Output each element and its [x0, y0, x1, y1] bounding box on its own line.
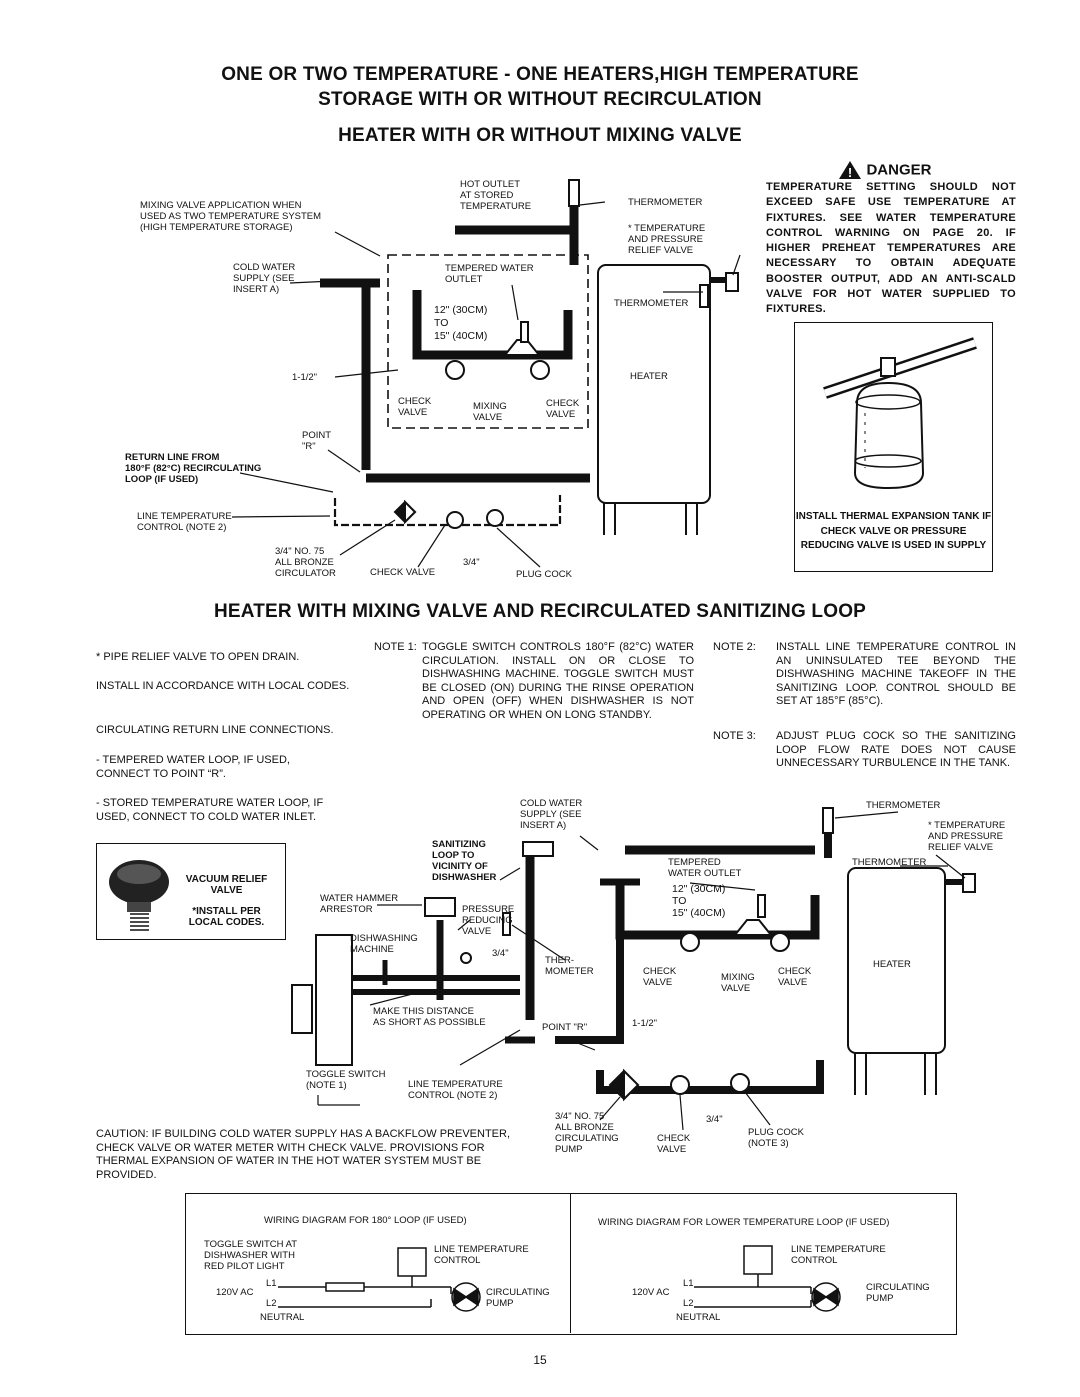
wiring-right-pump-label: CIRCULATING PUMP — [866, 1282, 930, 1304]
expansion-tank-box: INSTALL THERMAL EXPANSION TANK IF CHECK … — [794, 322, 993, 572]
mixing-valve-application-label: MIXING VALVE APPLICATION WHEN USED AS TW… — [140, 200, 322, 233]
d2-check-left-label: CHECK VALVE — [643, 966, 677, 988]
d2-water-hammer-label: WATER HAMMER ARRESTOR — [320, 893, 399, 915]
wiring-right-title: WIRING DIAGRAM FOR LOWER TEMPERATURE LOO… — [598, 1217, 890, 1228]
caution-text: CAUTION: IF BUILDING COLD WATER SUPPLY H… — [96, 1128, 511, 1181]
line-temperature-label: LINE TEMPERATURE CONTROL (NOTE 2) — [137, 511, 232, 533]
d2-line-temp-label: LINE TEMPERATURE CONTROL (NOTE 2) — [408, 1079, 503, 1101]
danger-header: ! DANGER — [838, 160, 931, 180]
d2-size-34b-label: 3/4" — [706, 1114, 723, 1125]
d2-thermometer-label: THER- MOMETER — [545, 955, 594, 977]
d2-cold-water-label: COLD WATER SUPPLY (SEE INSERT A) — [520, 798, 583, 831]
d2-distance-note: MAKE THIS DISTANCE AS SHORT AS POSSIBLE — [373, 1006, 486, 1028]
cold-water-label: COLD WATER SUPPLY (SEE INSERT A) — [233, 262, 296, 295]
plug-cock-label: PLUG COCK — [516, 569, 572, 580]
title-line-3: HEATER WITH OR WITHOUT MIXING VALVE — [338, 125, 742, 146]
wiring-left-ac-label: 120V AC — [216, 1287, 254, 1298]
d2-check-right-label: CHECK VALVE — [778, 966, 812, 988]
note-1-text: TOGGLE SWITCH CONTROLS 180°F (82°C) WATE… — [422, 641, 694, 721]
vacuum-relief-title: VACUUM RELIEF VALVE — [185, 874, 268, 896]
d2-distance-to-label: TO — [672, 895, 687, 907]
wiring-right-line-temp-label: LINE TEMPERATURE CONTROL — [791, 1244, 886, 1266]
note-install: INSTALL IN ACCORDANCE WITH LOCAL CODES. — [96, 680, 350, 692]
wiring-left-title: WIRING DIAGRAM FOR 180° LOOP (IF USED) — [264, 1215, 467, 1226]
d2-thermometer-mid-label: THERMOMETER — [852, 857, 927, 868]
wiring-schematic — [278, 1245, 841, 1312]
check-valve-left-label: CHECK VALVE — [398, 396, 432, 418]
note-3-text: ADJUST PLUG COCK SO THE SANITIZING LOOP … — [776, 730, 1016, 770]
danger-heading: DANGER — [866, 161, 932, 179]
d2-distance-12-label: 12" (30cm) — [672, 883, 726, 895]
wiring-toggle-label: TOGGLE SWITCH AT DISHWASHER WITH RED PIL… — [204, 1239, 298, 1272]
d2-distance-15-label: 15" (40cm) — [672, 907, 726, 919]
expansion-tank-icon — [823, 337, 977, 490]
d2-check-bottom-label: CHECK VALVE — [657, 1133, 691, 1155]
note-circulating-return: CIRCULATING RETURN LINE CONNECTIONS. — [96, 724, 334, 736]
heater-tank — [597, 264, 711, 504]
check-valve-right-label: CHECK VALVE — [546, 398, 580, 420]
d2-sanitizing-loop-label: SANITIZING LOOP TO VICINITY OF DISHWASHE… — [432, 839, 497, 883]
distance-12-label: 12" (30cm) — [434, 304, 488, 316]
note-2-text: INSTALL LINE TEMPERATURE CONTROL IN AN U… — [776, 641, 1016, 708]
size-34-label: 3/4" — [463, 557, 480, 568]
mixing-valve-label: MIXING VALVE — [473, 401, 507, 423]
d2-tp-relief-label: * TEMPERATURE AND PRESSURE RELIEF VALVE — [928, 820, 1006, 853]
d2-size-34a-label: 3/4" — [492, 948, 509, 959]
d2-thermometer-top-label: THERMOMETER — [866, 800, 941, 811]
wiring-right-ac-label: 120V AC — [632, 1287, 670, 1298]
d2-heater-label: HEATER — [873, 959, 911, 970]
point-r-label: POINT "R" — [302, 430, 332, 452]
d2-pipe-size-label: 1-1/2" — [632, 1018, 658, 1029]
return-line-label: RETURN LINE FROM 180°F (82°C) RECIRCULAT… — [125, 452, 262, 485]
wiring-left-line-temp-label: LINE TEMPERATURE CONTROL — [434, 1244, 529, 1266]
warning-triangle-icon: ! — [839, 161, 861, 180]
hot-outlet-label: HOT OUTLET AT STORED TEMPERATURE — [460, 179, 532, 212]
d2-toggle-switch-label: TOGGLE SWITCH (NOTE 1) — [306, 1069, 386, 1091]
expansion-tank-caption: INSTALL THERMAL EXPANSION TANK IF CHECK … — [795, 511, 992, 551]
d2-pump-label: 3/4" NO. 75 ALL BRONZE CIRCULATING PUMP — [555, 1111, 619, 1155]
wiring-right-l2-label: L2 — [683, 1298, 694, 1309]
pipe-size-label: 1-1/2" — [292, 372, 318, 383]
page-number: 15 — [533, 1353, 547, 1367]
wiring-left-pump-label: CIRCULATING PUMP — [486, 1287, 550, 1309]
circulator-label: 3/4" NO. 75 ALL BRONZE CIRCULATOR — [275, 546, 336, 579]
wiring-left-l2-label: L2 — [266, 1298, 277, 1309]
note-1-label: NOTE 1: — [374, 641, 417, 653]
tempered-outlet-label: TEMPERED WATER OUTLET — [445, 263, 534, 285]
vacuum-relief-box: VACUUM RELIEF VALVE *INSTALL PER LOCAL C… — [96, 843, 286, 940]
note-2-label: NOTE 2: — [713, 641, 756, 653]
vacuum-install-label: *INSTALL PER LOCAL CODES. — [188, 906, 265, 928]
wiring-right-neutral-label: NEUTRAL — [676, 1312, 721, 1323]
thermometer-top-label: THERMOMETER — [628, 197, 703, 208]
vacuum-relief-valve-icon — [109, 860, 169, 931]
wiring-left-neutral-label: NEUTRAL — [260, 1312, 305, 1323]
d2-plug-cock-label: PLUG COCK (NOTE 3) — [748, 1127, 804, 1149]
d2-pressure-reducing-label: PRESSURE REDUCING VALVE — [462, 904, 515, 937]
d2-tempered-outlet-label: TEMPERED WATER OUTLET — [668, 857, 742, 879]
wiring-diagrams-box: WIRING DIAGRAM FOR 180° LOOP (IF USED) W… — [185, 1193, 957, 1335]
distance-15-label: 15" (40cm) — [434, 330, 488, 342]
wiring-left-l1-label: L1 — [266, 1278, 277, 1289]
note-3-label: NOTE 3: — [713, 730, 756, 742]
heater-label: HEATER — [630, 371, 668, 382]
danger-text: TEMPERATURE SETTING SHOULD NOT EXCEED SA… — [766, 181, 1016, 316]
section-2-title: HEATER WITH MIXING VALVE AND RECIRCULATE… — [213, 601, 867, 622]
d2-dishwashing-label: DISHWASHING MACHINE — [350, 933, 418, 955]
note-pipe-relief: * PIPE RELIEF VALVE TO OPEN DRAIN. — [96, 651, 300, 663]
note-tempered-loop: - TEMPERED WATER LOOP, IF USED, CONNECT … — [96, 754, 290, 780]
d2-mixing-label: MIXING VALVE — [721, 972, 755, 994]
note-stored-loop: - STORED TEMPERATURE WATER LOOP, IF USED… — [96, 797, 324, 823]
check-valve-bottom-label: CHECK VALVE — [370, 567, 436, 578]
title-line-2: STORAGE WITH OR WITHOUT RECIRCULATION — [318, 89, 762, 110]
tp-relief-label: * TEMPERATURE AND PRESSURE RELIEF VALVE — [628, 223, 706, 256]
thermometer-mid-label: THERMOMETER — [614, 298, 689, 309]
svg-text:!: ! — [848, 165, 852, 180]
title-line-1: ONE OR TWO TEMPERATURE - ONE HEATERS,HIG… — [221, 64, 859, 85]
d2-point-r-label: POINT "R" — [542, 1022, 588, 1033]
distance-to-label: TO — [434, 317, 449, 329]
wiring-right-l1-label: L1 — [683, 1278, 694, 1289]
